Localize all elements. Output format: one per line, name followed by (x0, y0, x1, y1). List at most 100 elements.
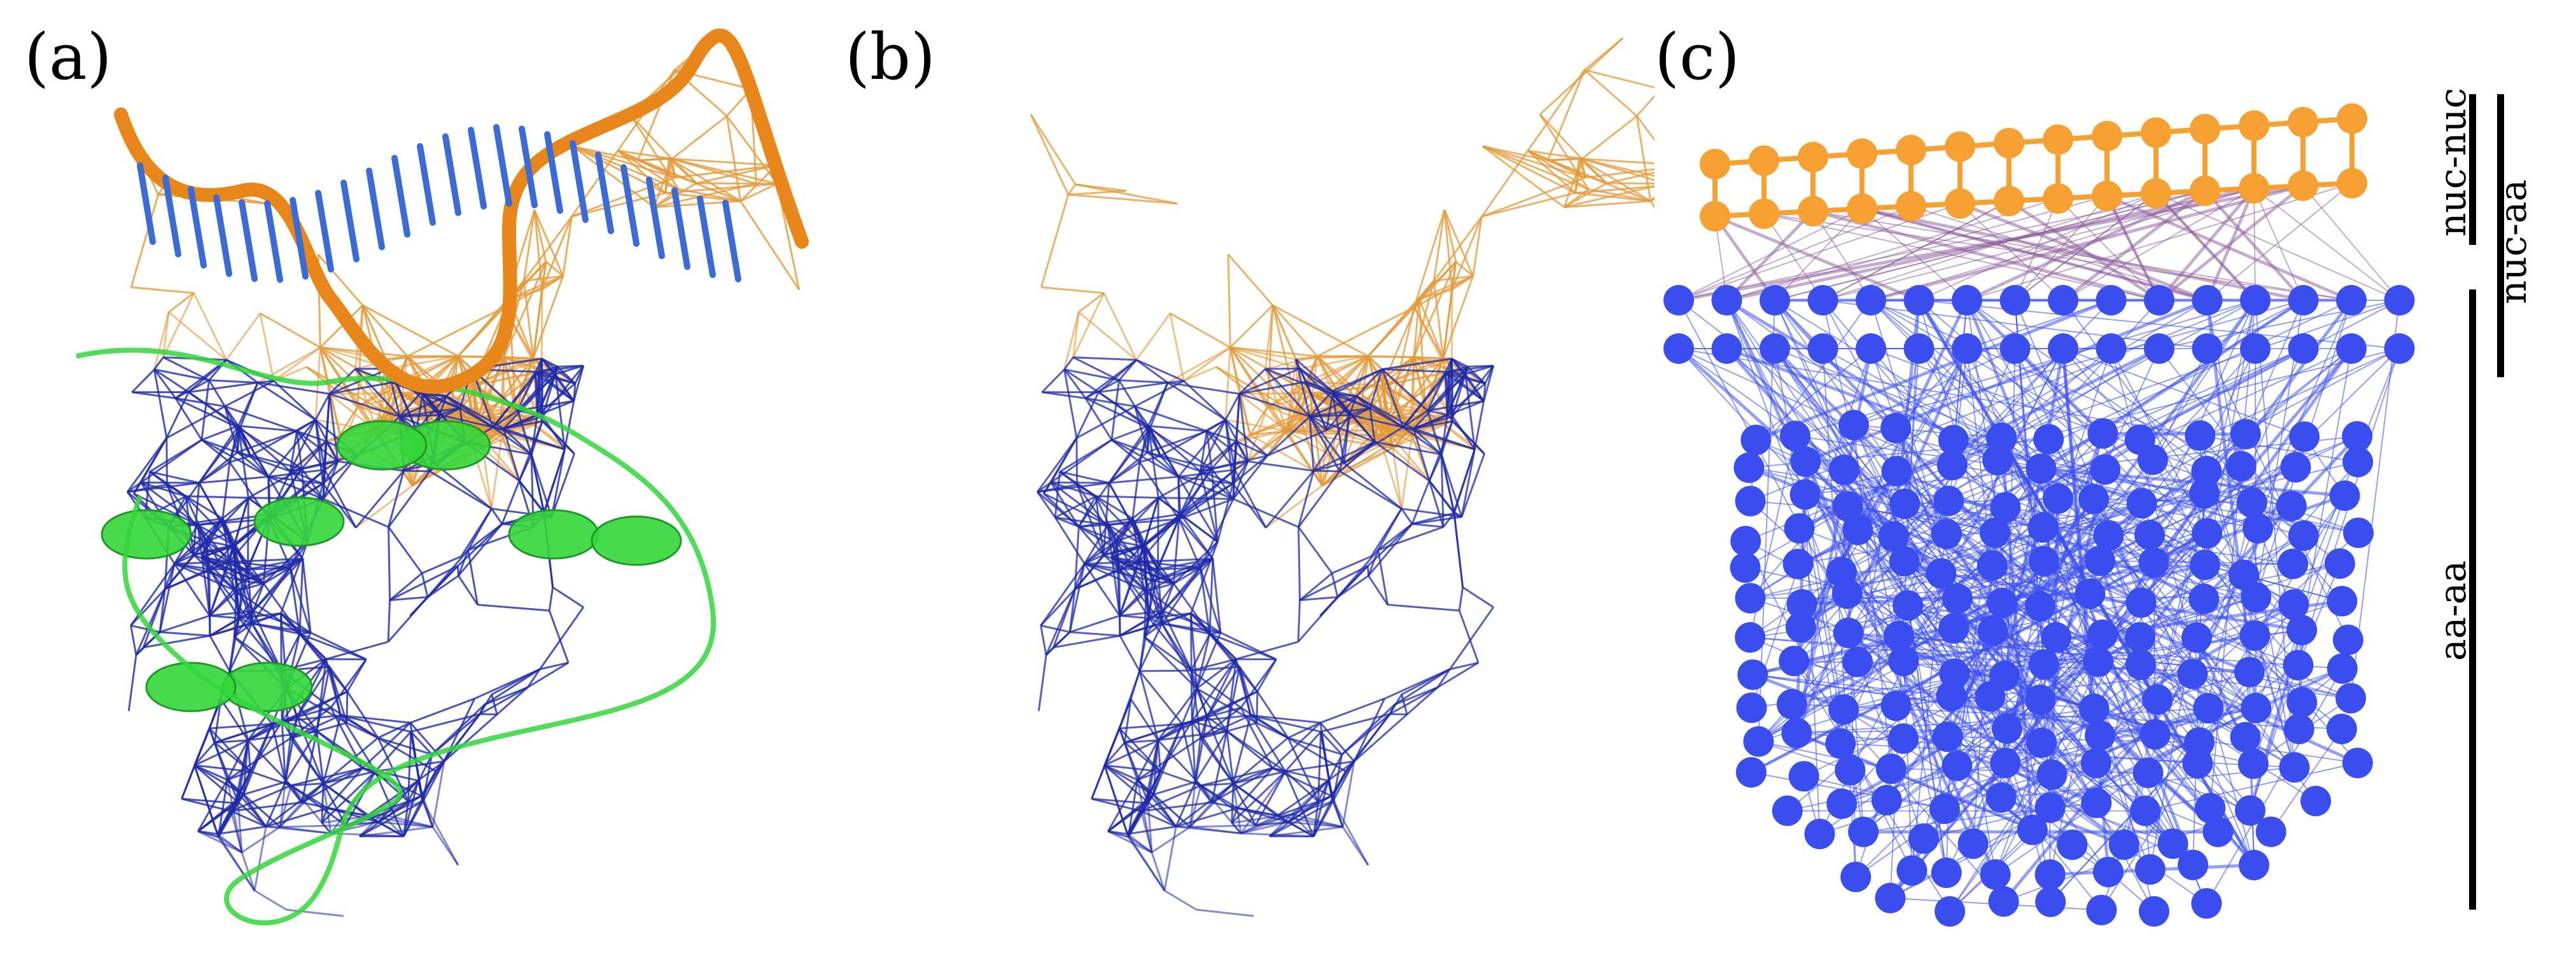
amino-acid-node (2026, 453, 2057, 484)
network-edge (491, 668, 541, 695)
network-edge (1210, 731, 1228, 803)
network-edge (1264, 368, 1300, 415)
network-edge (314, 393, 331, 420)
panel-b-network: (b) (827, 0, 1655, 958)
network-edge (1427, 410, 1443, 455)
network-edge (1175, 782, 1234, 828)
network-edge (302, 802, 368, 817)
network-edge (174, 562, 237, 592)
nuc-aa-edge (1763, 213, 1824, 301)
network-edge (1401, 668, 1451, 695)
network-edge (1382, 371, 1449, 387)
aa-aa-edge (2270, 728, 2342, 833)
amino-acid-node (2195, 793, 2226, 824)
aa-aa-edge (1774, 300, 1898, 472)
network-edge (328, 666, 348, 723)
network-edge (322, 461, 339, 485)
network-edge (1287, 737, 1343, 756)
network-edge (1339, 470, 1403, 510)
network-edge (1235, 394, 1241, 441)
nuc-aa-edge (2204, 190, 2305, 302)
panel-c-graph: (c) nuc-nuc nuc-aa aa-aa (1655, 0, 2576, 958)
network-edge (1564, 182, 1607, 209)
nuc-aa-edge (1870, 184, 2304, 302)
network-edge (208, 379, 226, 407)
network-edge (533, 209, 543, 290)
network-edge (571, 176, 676, 218)
network-edge (1111, 439, 1179, 478)
network-edge (1320, 713, 1390, 733)
network-edge (1095, 495, 1159, 499)
network-edge (629, 114, 680, 190)
network-edge (1178, 468, 1213, 520)
network-edge (1369, 408, 1376, 442)
network-edge (1224, 419, 1268, 457)
network-edge (1036, 437, 1078, 493)
network-edge (247, 497, 249, 570)
network-edge (1179, 483, 1234, 520)
amino-acid-node (2177, 658, 2208, 690)
nucleotide-node (2141, 117, 2171, 148)
network-edge (162, 356, 210, 382)
network-edge (193, 742, 216, 767)
amino-acid-node (1856, 333, 1886, 364)
amino-acid-node (2336, 333, 2367, 364)
network-edge (1162, 567, 1201, 612)
network-edge (1140, 784, 1201, 812)
network-edge (1118, 670, 1141, 729)
aa-aa-edge (1870, 300, 2103, 434)
network-edge (234, 771, 251, 804)
network-edge (1053, 634, 1121, 649)
network-edge (194, 764, 228, 781)
nuc-aa-edge (1774, 208, 1863, 301)
network-edge (1145, 590, 1164, 612)
network-edge (252, 567, 291, 612)
network-edge (1205, 431, 1213, 469)
network-edge (1227, 254, 1274, 306)
network-edge (1068, 190, 1127, 196)
network-edge (242, 781, 286, 796)
network-edge (340, 714, 411, 733)
network-edge (1138, 623, 1163, 672)
nuc-aa-edge (2057, 198, 2160, 301)
network-edge (1432, 209, 1446, 281)
network-edge (1172, 518, 1180, 584)
network-edge (1232, 483, 1267, 529)
network-edge (429, 470, 493, 510)
network-edge (1326, 395, 1357, 431)
amino-acid-node (1952, 285, 1982, 316)
network-edge (296, 430, 326, 471)
network-edge (200, 380, 210, 440)
network-edge (1548, 157, 1579, 162)
network-edge (286, 908, 344, 917)
network-edge (1368, 523, 1413, 577)
contact-network-figure (1030, 37, 1655, 917)
base-pair (442, 133, 461, 216)
network-edge (354, 470, 405, 529)
network-edge (1413, 298, 1420, 358)
network-edge (572, 145, 676, 179)
amino-acid-node (2191, 455, 2222, 487)
network-edge (1232, 715, 1252, 784)
network-edge (410, 697, 475, 724)
network-edge (185, 495, 249, 499)
network-edge (1078, 526, 1105, 556)
network-edge (571, 150, 619, 218)
aa-aa-edge (1903, 348, 1920, 562)
network-edge (1353, 698, 1386, 762)
network-edge (1355, 395, 1415, 430)
network-edge (1448, 365, 1468, 373)
network-edge (1235, 641, 1299, 660)
network-edge (1177, 476, 1219, 543)
network-edge (1578, 157, 1651, 202)
network-edge (725, 115, 778, 184)
amino-acid-node (2025, 684, 2056, 716)
network-edge (325, 440, 339, 462)
network-edge (1268, 813, 1293, 837)
nucleotide-node (2337, 168, 2367, 198)
network-edge (1440, 454, 1463, 518)
network-edge (1161, 611, 1165, 624)
amino-acid-node (2041, 622, 2072, 653)
network-edge (200, 557, 211, 616)
network-edge (329, 367, 391, 395)
